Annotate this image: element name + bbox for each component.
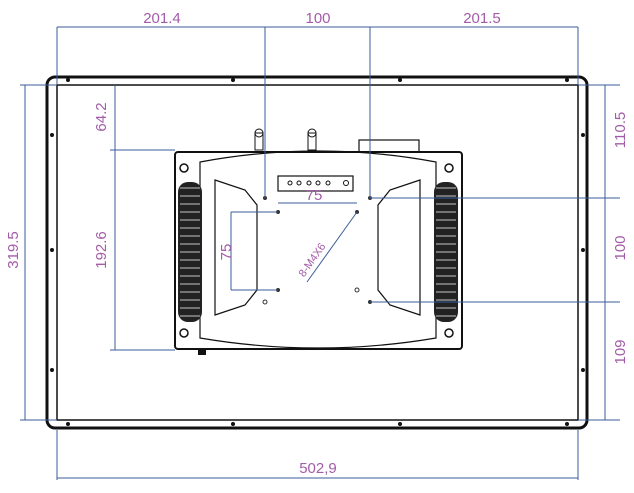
dim-vesa-horizontal: 75 (306, 187, 323, 204)
panel-outer-frame (45, 75, 589, 430)
dim-right-bottom: 109 (612, 339, 629, 364)
dim-bottom-total: 502,9 (299, 460, 337, 477)
dim-left-top: 64.2 (93, 102, 110, 131)
dim-top-left: 201.4 (143, 10, 181, 27)
antenna-connector-left (254, 128, 264, 151)
panel-inner-frame (56, 84, 579, 421)
dimension-lines (20, 26, 620, 480)
handle-right (377, 179, 421, 316)
dim-top-right: 201.5 (463, 10, 501, 27)
dim-left-unit: 192.6 (93, 231, 110, 269)
dim-left-total: 319.5 (5, 231, 22, 269)
dim-right-center: 100 (612, 235, 629, 260)
led-panel (277, 175, 354, 192)
vesa-holes (262, 196, 372, 305)
dim-right-top: 110.5 (612, 112, 629, 148)
dim-top-center: 100 (305, 10, 330, 27)
unit-corner-screws (179, 163, 454, 338)
dim-vesa-vertical: 75 (218, 244, 235, 261)
panel-screws (50, 78, 585, 426)
antenna-connector-right (307, 128, 317, 151)
mounting-unit (174, 128, 463, 355)
